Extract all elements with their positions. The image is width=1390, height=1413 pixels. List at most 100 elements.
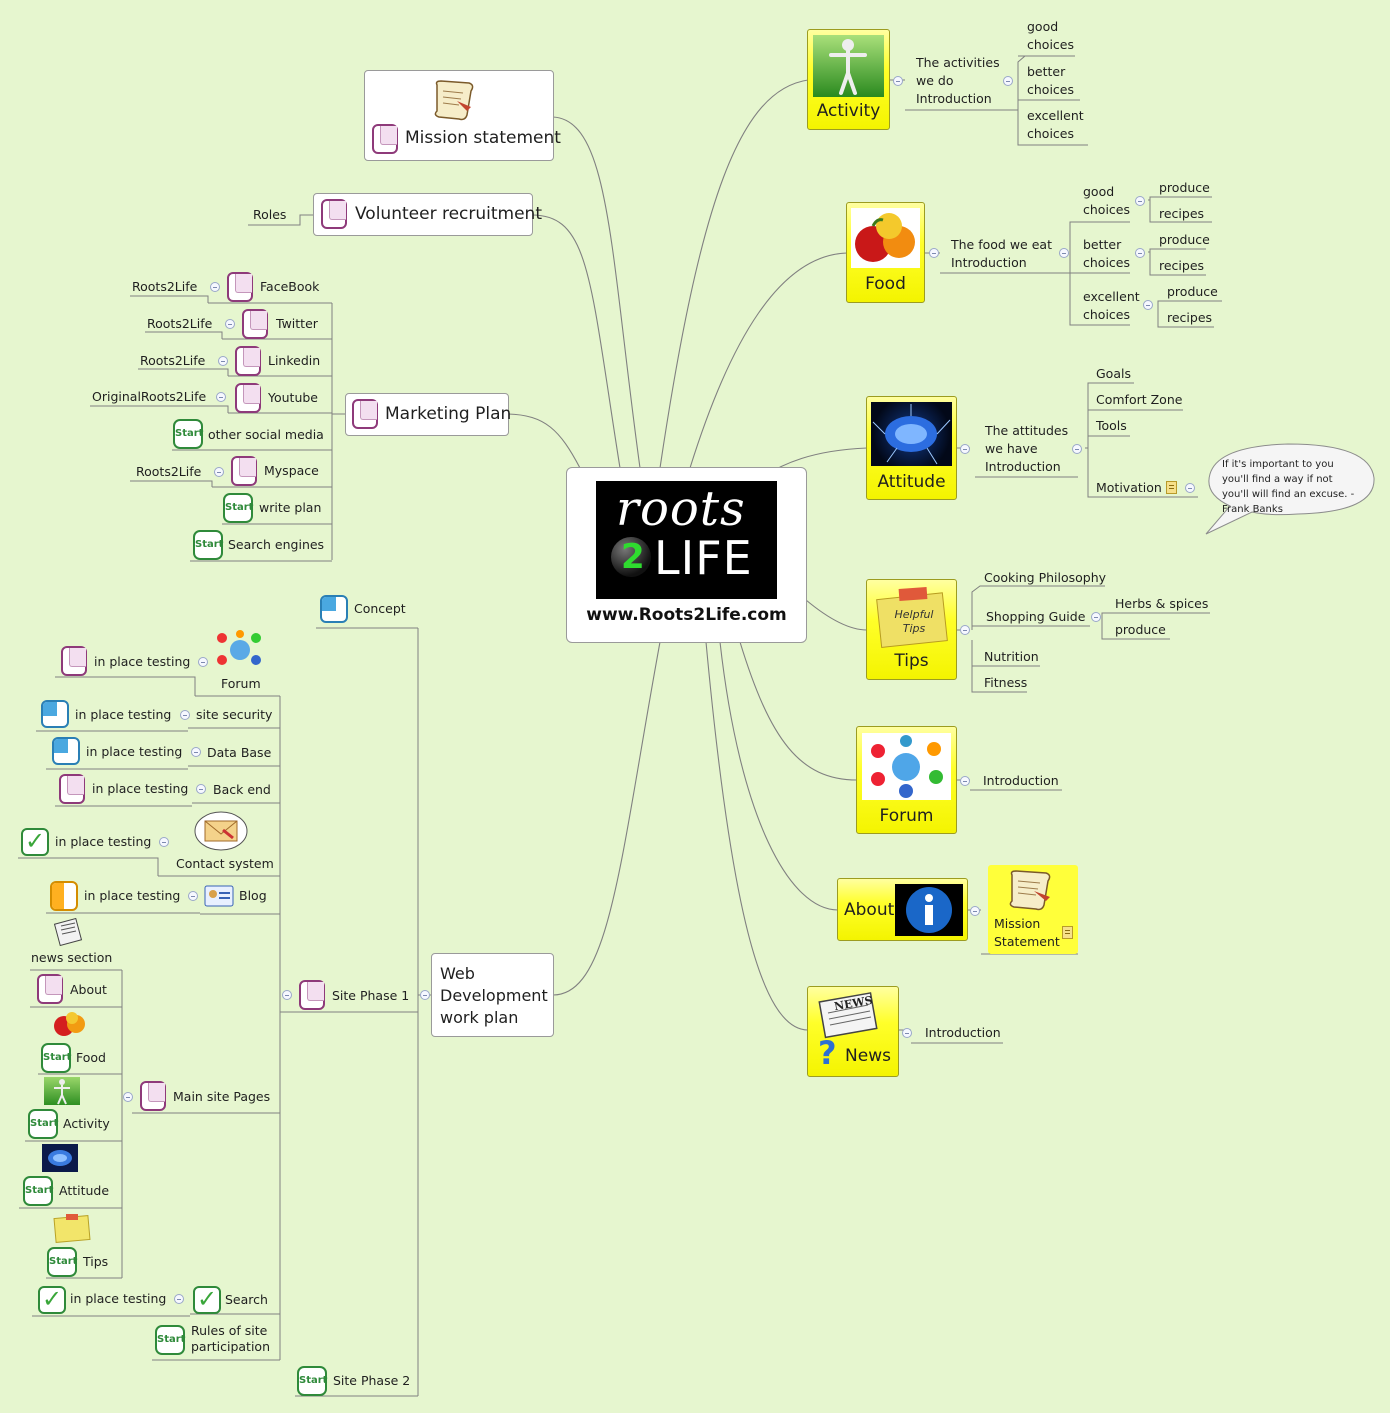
- about-node[interactable]: About: [837, 878, 968, 941]
- testing-label[interactable]: in place testing: [70, 1291, 167, 1306]
- collapse-icon[interactable]: [180, 710, 190, 720]
- attitude-comfort-zone[interactable]: Comfort Zone: [1096, 392, 1183, 407]
- other-social-label[interactable]: other social media: [208, 427, 324, 442]
- youtube-account[interactable]: OriginalRoots2Life: [92, 389, 207, 404]
- testing-label[interactable]: in place testing: [92, 781, 189, 796]
- note-icon[interactable]: [1062, 926, 1073, 939]
- news-node[interactable]: NEWS ? News: [807, 986, 899, 1077]
- forum-node[interactable]: Forum: [856, 726, 957, 834]
- collapse-icon[interactable]: [282, 990, 292, 1000]
- attitude-tools[interactable]: Tools: [1096, 418, 1127, 433]
- phase1-label[interactable]: Site Phase 1: [332, 988, 410, 1003]
- collapse-icon[interactable]: [929, 248, 939, 258]
- collapse-icon[interactable]: [960, 625, 970, 635]
- food-better[interactable]: better choices: [1083, 237, 1130, 270]
- data-base-label[interactable]: Data Base: [207, 745, 272, 760]
- note-icon[interactable]: [1166, 481, 1177, 494]
- collapse-icon[interactable]: [225, 319, 235, 329]
- collapse-icon[interactable]: [1059, 248, 1069, 258]
- myspace-account[interactable]: Roots2Life: [136, 464, 202, 479]
- volunteer-recruitment-node[interactable]: Volunteer recruitment: [313, 193, 542, 236]
- write-plan-label[interactable]: write plan: [259, 500, 322, 515]
- collapse-icon[interactable]: [420, 990, 430, 1000]
- attitude-goals[interactable]: Goals: [1096, 366, 1131, 381]
- news-intro[interactable]: Introduction: [925, 1025, 1001, 1040]
- tips-produce[interactable]: produce: [1115, 622, 1166, 637]
- collapse-icon[interactable]: [1135, 196, 1145, 206]
- collapse-icon[interactable]: [1185, 483, 1195, 493]
- central-topic[interactable]: roots 2 LIFE www.Roots2Life.com: [566, 467, 807, 643]
- collapse-icon[interactable]: [1003, 76, 1013, 86]
- twitter-account[interactable]: Roots2Life: [147, 316, 213, 331]
- collapse-icon[interactable]: [196, 784, 206, 794]
- activity-excellent[interactable]: excellent choices: [1027, 108, 1084, 141]
- rules-label[interactable]: Rules of site participation: [191, 1323, 270, 1354]
- testing-label[interactable]: in place testing: [84, 888, 181, 903]
- tips-fitness[interactable]: Fitness: [984, 675, 1028, 690]
- collapse-icon[interactable]: [214, 467, 224, 477]
- food-good[interactable]: good choices: [1083, 184, 1130, 217]
- collapse-icon[interactable]: [191, 747, 201, 757]
- food-excellent-produce[interactable]: produce: [1167, 284, 1218, 299]
- mission-statement-node[interactable]: Mission statement: [364, 70, 561, 161]
- collapse-icon[interactable]: [174, 1294, 184, 1304]
- collapse-icon[interactable]: [159, 837, 169, 847]
- testing-label[interactable]: in place testing: [94, 654, 191, 669]
- marketing-plan-node[interactable]: Marketing Plan: [345, 393, 511, 436]
- testing-label[interactable]: in place testing: [86, 744, 183, 759]
- food-node[interactable]: Food: [846, 202, 925, 303]
- site-security-label[interactable]: site security: [196, 707, 273, 722]
- collapse-icon[interactable]: [216, 392, 226, 402]
- tips-cooking[interactable]: Cooking Philosophy: [984, 570, 1107, 585]
- about-page-label[interactable]: About: [70, 982, 107, 997]
- collapse-icon[interactable]: [1091, 612, 1101, 622]
- attitude-page-label[interactable]: Attitude: [59, 1183, 110, 1198]
- collapse-icon[interactable]: [893, 76, 903, 86]
- tips-herbs[interactable]: Herbs & spices: [1115, 596, 1209, 611]
- tips-nutrition[interactable]: Nutrition: [984, 649, 1039, 664]
- collapse-icon[interactable]: [1072, 444, 1082, 454]
- roles-node[interactable]: Roles: [253, 207, 287, 222]
- collapse-icon[interactable]: [210, 282, 220, 292]
- attitude-intro[interactable]: The attitudes we have Introduction: [985, 423, 1069, 474]
- food-better-recipes[interactable]: recipes: [1159, 258, 1205, 273]
- activity-intro[interactable]: The activities we do Introduction: [916, 55, 1000, 106]
- collapse-icon[interactable]: [198, 657, 208, 667]
- forum-label[interactable]: Forum: [221, 676, 261, 691]
- linkedin-account[interactable]: Roots2Life: [140, 353, 206, 368]
- search-engines-label[interactable]: Search engines: [228, 537, 325, 552]
- forum-intro[interactable]: Introduction: [983, 773, 1059, 788]
- food-intro[interactable]: The food we eat Introduction: [951, 237, 1052, 270]
- testing-label[interactable]: in place testing: [75, 707, 172, 722]
- food-better-produce[interactable]: produce: [1159, 232, 1210, 247]
- main-pages-label[interactable]: Main site Pages: [173, 1089, 271, 1104]
- attitude-motivation[interactable]: Motivation: [1096, 480, 1162, 495]
- collapse-icon[interactable]: [960, 444, 970, 454]
- food-excellent-recipes[interactable]: recipes: [1167, 310, 1213, 325]
- youtube-label[interactable]: Youtube: [268, 390, 318, 405]
- tips-page-label[interactable]: Tips: [83, 1254, 109, 1269]
- testing-label[interactable]: in place testing: [55, 834, 152, 849]
- facebook-account[interactable]: Roots2Life: [132, 279, 198, 294]
- collapse-icon[interactable]: [123, 1092, 133, 1102]
- food-excellent[interactable]: excellent choices: [1083, 289, 1140, 322]
- news-section-label[interactable]: news section: [31, 950, 113, 965]
- collapse-icon[interactable]: [1143, 300, 1153, 310]
- collapse-icon[interactable]: [218, 356, 228, 366]
- tips-shopping[interactable]: Shopping Guide: [986, 609, 1086, 624]
- contact-system-label[interactable]: Contact system: [176, 856, 274, 871]
- activity-page-label[interactable]: Activity: [63, 1116, 110, 1131]
- collapse-icon[interactable]: [1135, 248, 1145, 258]
- food-good-recipes[interactable]: recipes: [1159, 206, 1205, 221]
- concept-label[interactable]: Concept: [354, 601, 406, 616]
- twitter-label[interactable]: Twitter: [276, 316, 318, 331]
- search-label[interactable]: Search: [225, 1292, 268, 1307]
- mission-statement-child[interactable]: Mission Statement: [988, 865, 1078, 954]
- back-end-label[interactable]: Back end: [213, 782, 271, 797]
- collapse-icon[interactable]: [970, 906, 980, 916]
- tips-node[interactable]: Helpful Tips Tips: [866, 579, 957, 680]
- activity-good[interactable]: good choices: [1027, 19, 1074, 52]
- linkedin-label[interactable]: Linkedin: [268, 353, 321, 368]
- attitude-node[interactable]: Attitude: [866, 396, 957, 500]
- facebook-label[interactable]: FaceBook: [260, 279, 320, 294]
